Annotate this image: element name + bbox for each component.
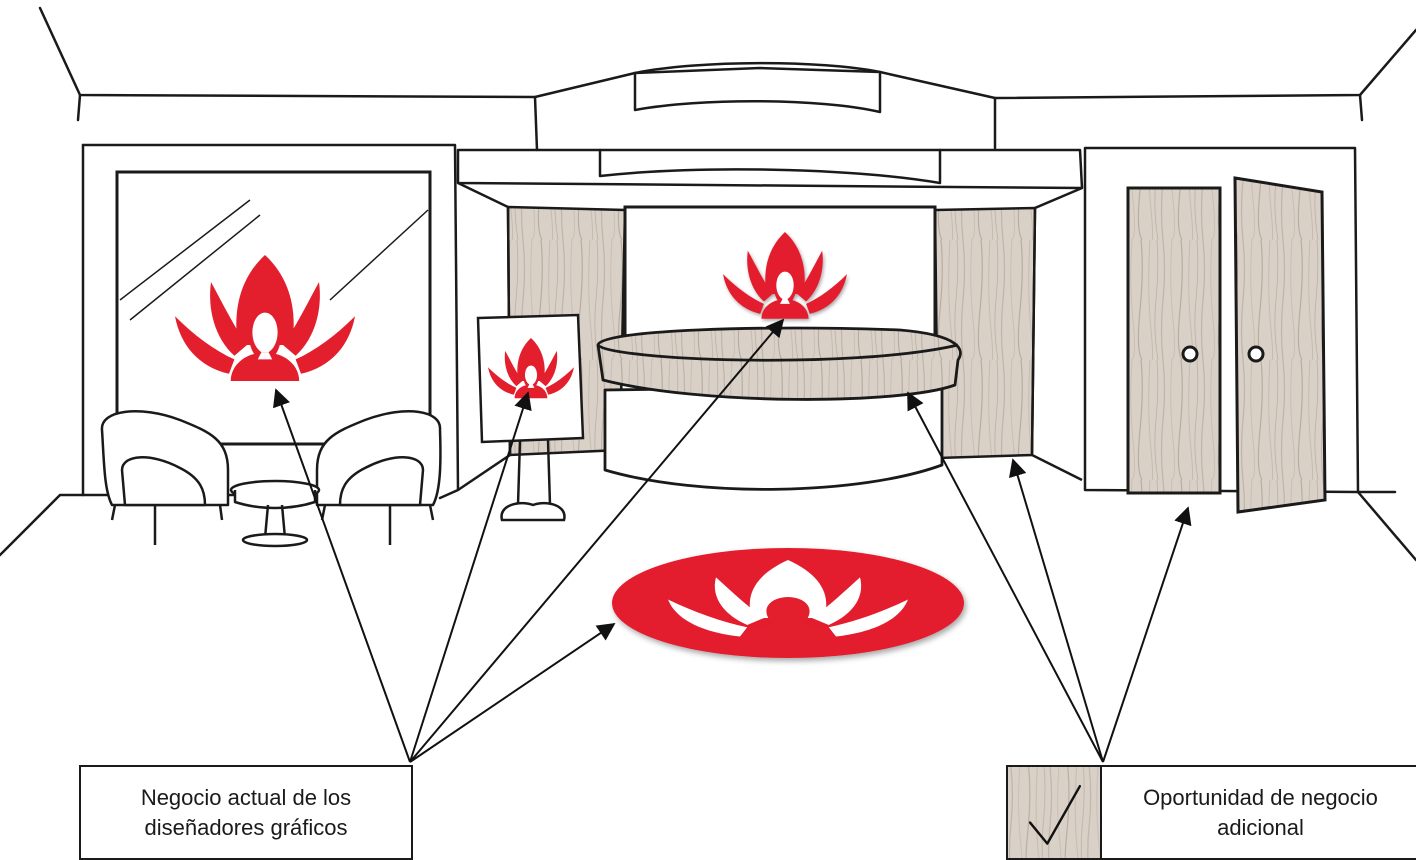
callout-additional-opportunity: Oportunidad de negocio adicional xyxy=(1006,765,1416,860)
reception-desk xyxy=(598,328,960,489)
callout-current-business: Negocio actual de los diseñadores gráfic… xyxy=(79,765,413,860)
double-doors xyxy=(1128,178,1325,512)
check-icon xyxy=(1008,767,1100,858)
callout-current-business-label: Negocio actual de los diseñadores gráfic… xyxy=(99,783,393,843)
wood-swatch xyxy=(1008,767,1102,858)
callout-additional-opportunity-label: Oportunidad de negocio adicional xyxy=(1116,783,1405,843)
